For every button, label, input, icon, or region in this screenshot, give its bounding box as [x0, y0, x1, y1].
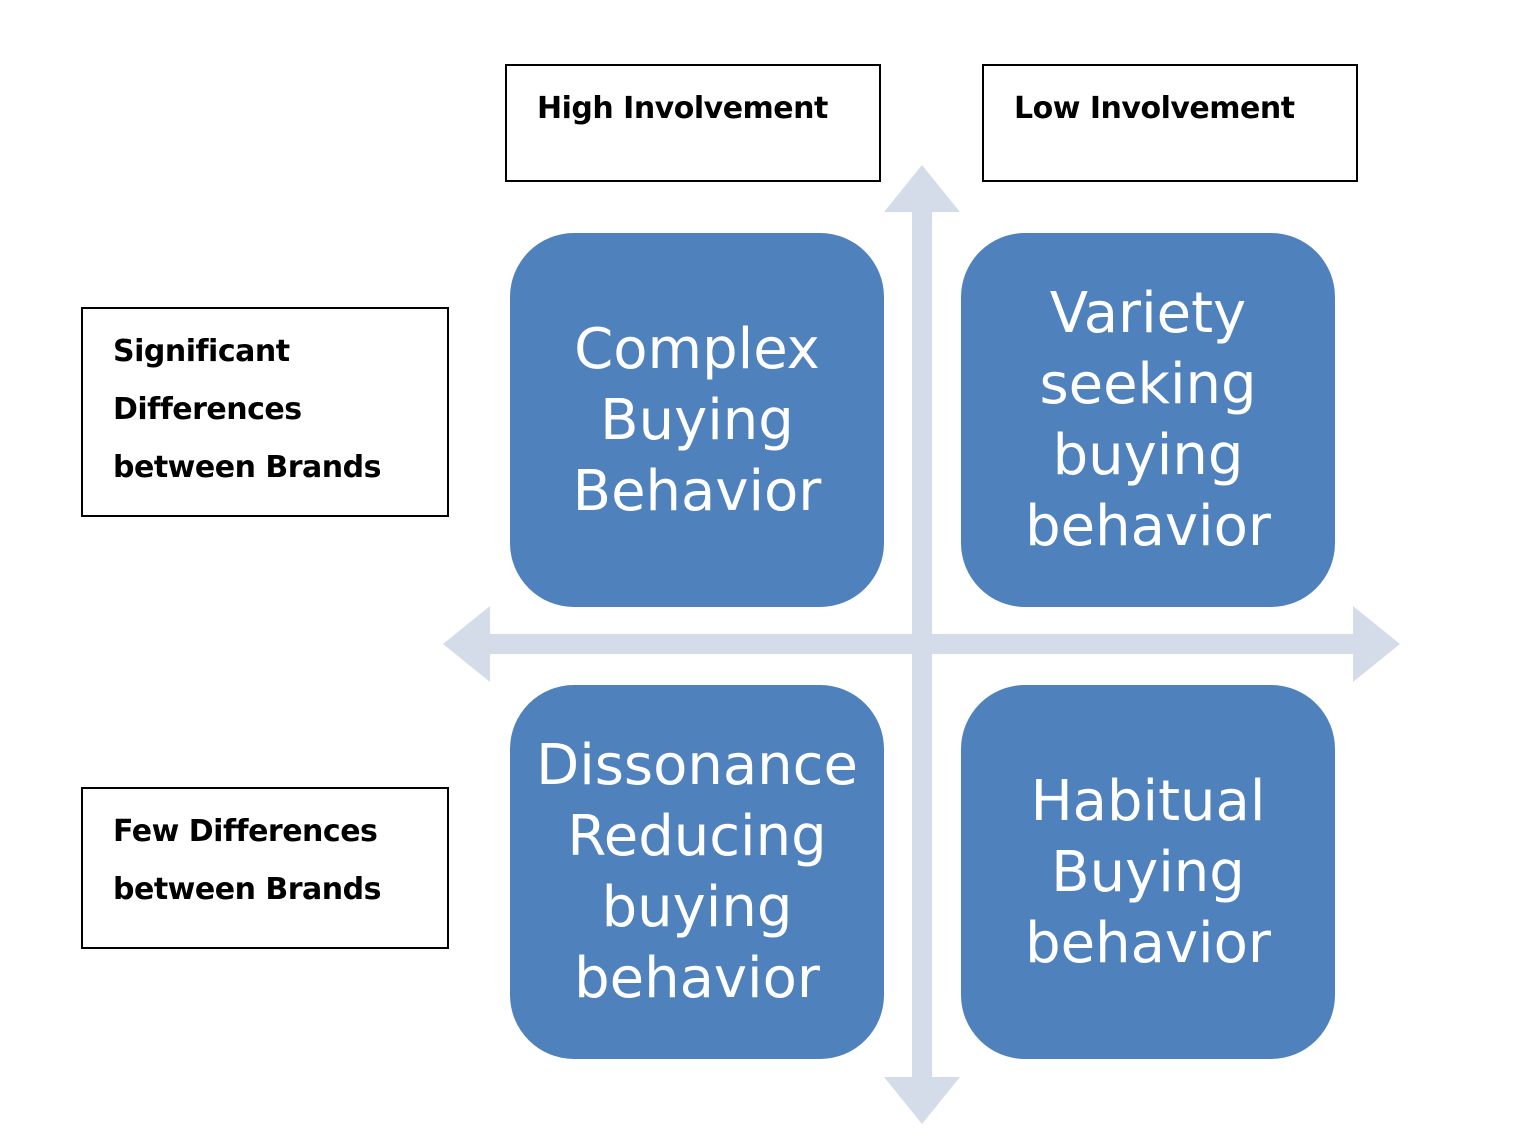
habitual-buying-behavior-quadrant: Habitual Buying behavior [961, 685, 1335, 1059]
low-involvement-label: Low Involvement [982, 64, 1358, 182]
right-arrow-head [1353, 606, 1400, 682]
complex-buying-behavior-quadrant: Complex Buying Behavior [510, 233, 884, 607]
up-arrow-head [884, 165, 960, 212]
down-arrow-head [884, 1077, 960, 1124]
high-involvement-label: High Involvement [505, 64, 881, 182]
horizontal-axis-shaft [485, 634, 1360, 654]
few-differences-label: Few Differences between Brands [81, 787, 449, 949]
variety-seeking-behavior-quadrant: Variety seeking buying behavior [961, 233, 1335, 607]
dissonance-reducing-behavior-quadrant: Dissonance Reducing buying behavior [510, 685, 884, 1059]
significant-differences-label: Significant Differences between Brands [81, 307, 449, 517]
left-arrow-head [443, 606, 490, 682]
